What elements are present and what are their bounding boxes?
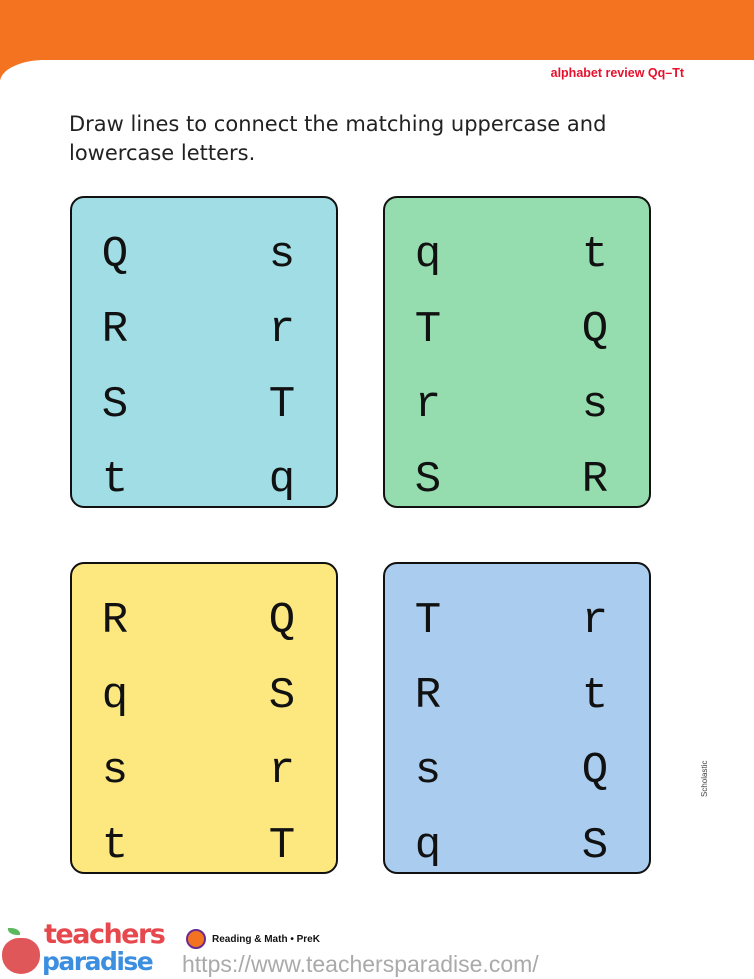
logo-teachers: teachers [44,919,166,950]
letter-right[interactable]: T [268,821,296,871]
letter-left[interactable]: S [414,455,442,505]
letter-right[interactable]: r [268,746,296,796]
letter-left[interactable]: Q [101,230,129,280]
letter-left[interactable]: T [414,596,442,646]
letter-left[interactable]: t [101,821,129,871]
letter-right[interactable]: t [581,671,609,721]
header-banner-curve [0,60,80,100]
letter-right[interactable]: s [581,380,609,430]
letter-left[interactable]: q [101,671,129,721]
letter-right[interactable]: t [581,230,609,280]
apple-leaf-icon [8,928,20,935]
letter-right[interactable]: Q [581,746,609,796]
page-badge-icon [186,929,206,949]
apple-icon [2,938,40,974]
letter-left[interactable]: q [414,230,442,280]
letter-left[interactable]: R [414,671,442,721]
letter-right[interactable]: s [268,230,296,280]
website-url[interactable]: https://www.teachersparadise.com/ [182,951,539,977]
letter-left[interactable]: s [414,746,442,796]
letter-right[interactable]: S [268,671,296,721]
instructions: Draw lines to connect the matching upper… [69,112,607,165]
letter-right[interactable]: S [581,821,609,871]
letter-left[interactable]: r [414,380,442,430]
letter-left[interactable]: s [101,746,129,796]
letter-left[interactable]: R [101,596,129,646]
letter-right[interactable]: r [268,305,296,355]
side-credit: Scholastic [700,760,709,797]
letter-left[interactable]: T [414,305,442,355]
letter-left[interactable]: q [414,821,442,871]
letter-left[interactable]: t [101,455,129,505]
letter-right[interactable]: q [268,455,296,505]
letter-right[interactable]: R [581,455,609,505]
logo-paradise: paradise [42,947,154,976]
letter-right[interactable]: r [581,596,609,646]
letter-right[interactable]: Q [581,305,609,355]
header-banner [0,0,754,60]
page-subtitle: alphabet review Qq–Tt [550,66,684,80]
letter-left[interactable]: S [101,380,129,430]
book-title: Reading & Math • PreK [212,934,320,945]
letter-right[interactable]: Q [268,596,296,646]
letter-left[interactable]: R [101,305,129,355]
letter-right[interactable]: T [268,380,296,430]
